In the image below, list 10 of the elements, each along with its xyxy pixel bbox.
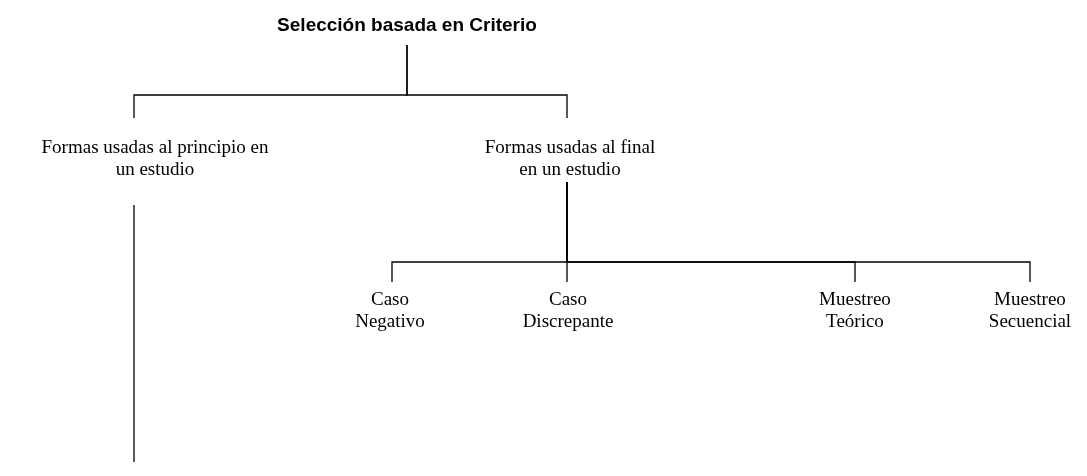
category-label: Muestreo Teórico (818, 288, 892, 332)
category-label: Formas usadas al principio en un estudio (40, 136, 270, 180)
root-node-label: Selección basada en Criterio (276, 14, 538, 36)
category-label: Muestreo Secuencial (987, 288, 1073, 332)
connector-line (133, 204, 135, 463)
category-label: Formas usadas al final en un estudio (483, 136, 657, 180)
connector-line (566, 181, 1031, 283)
category-label: Caso Discrepante (521, 288, 615, 332)
category-label: Caso Negativo (354, 288, 426, 332)
connector-line (406, 44, 568, 119)
